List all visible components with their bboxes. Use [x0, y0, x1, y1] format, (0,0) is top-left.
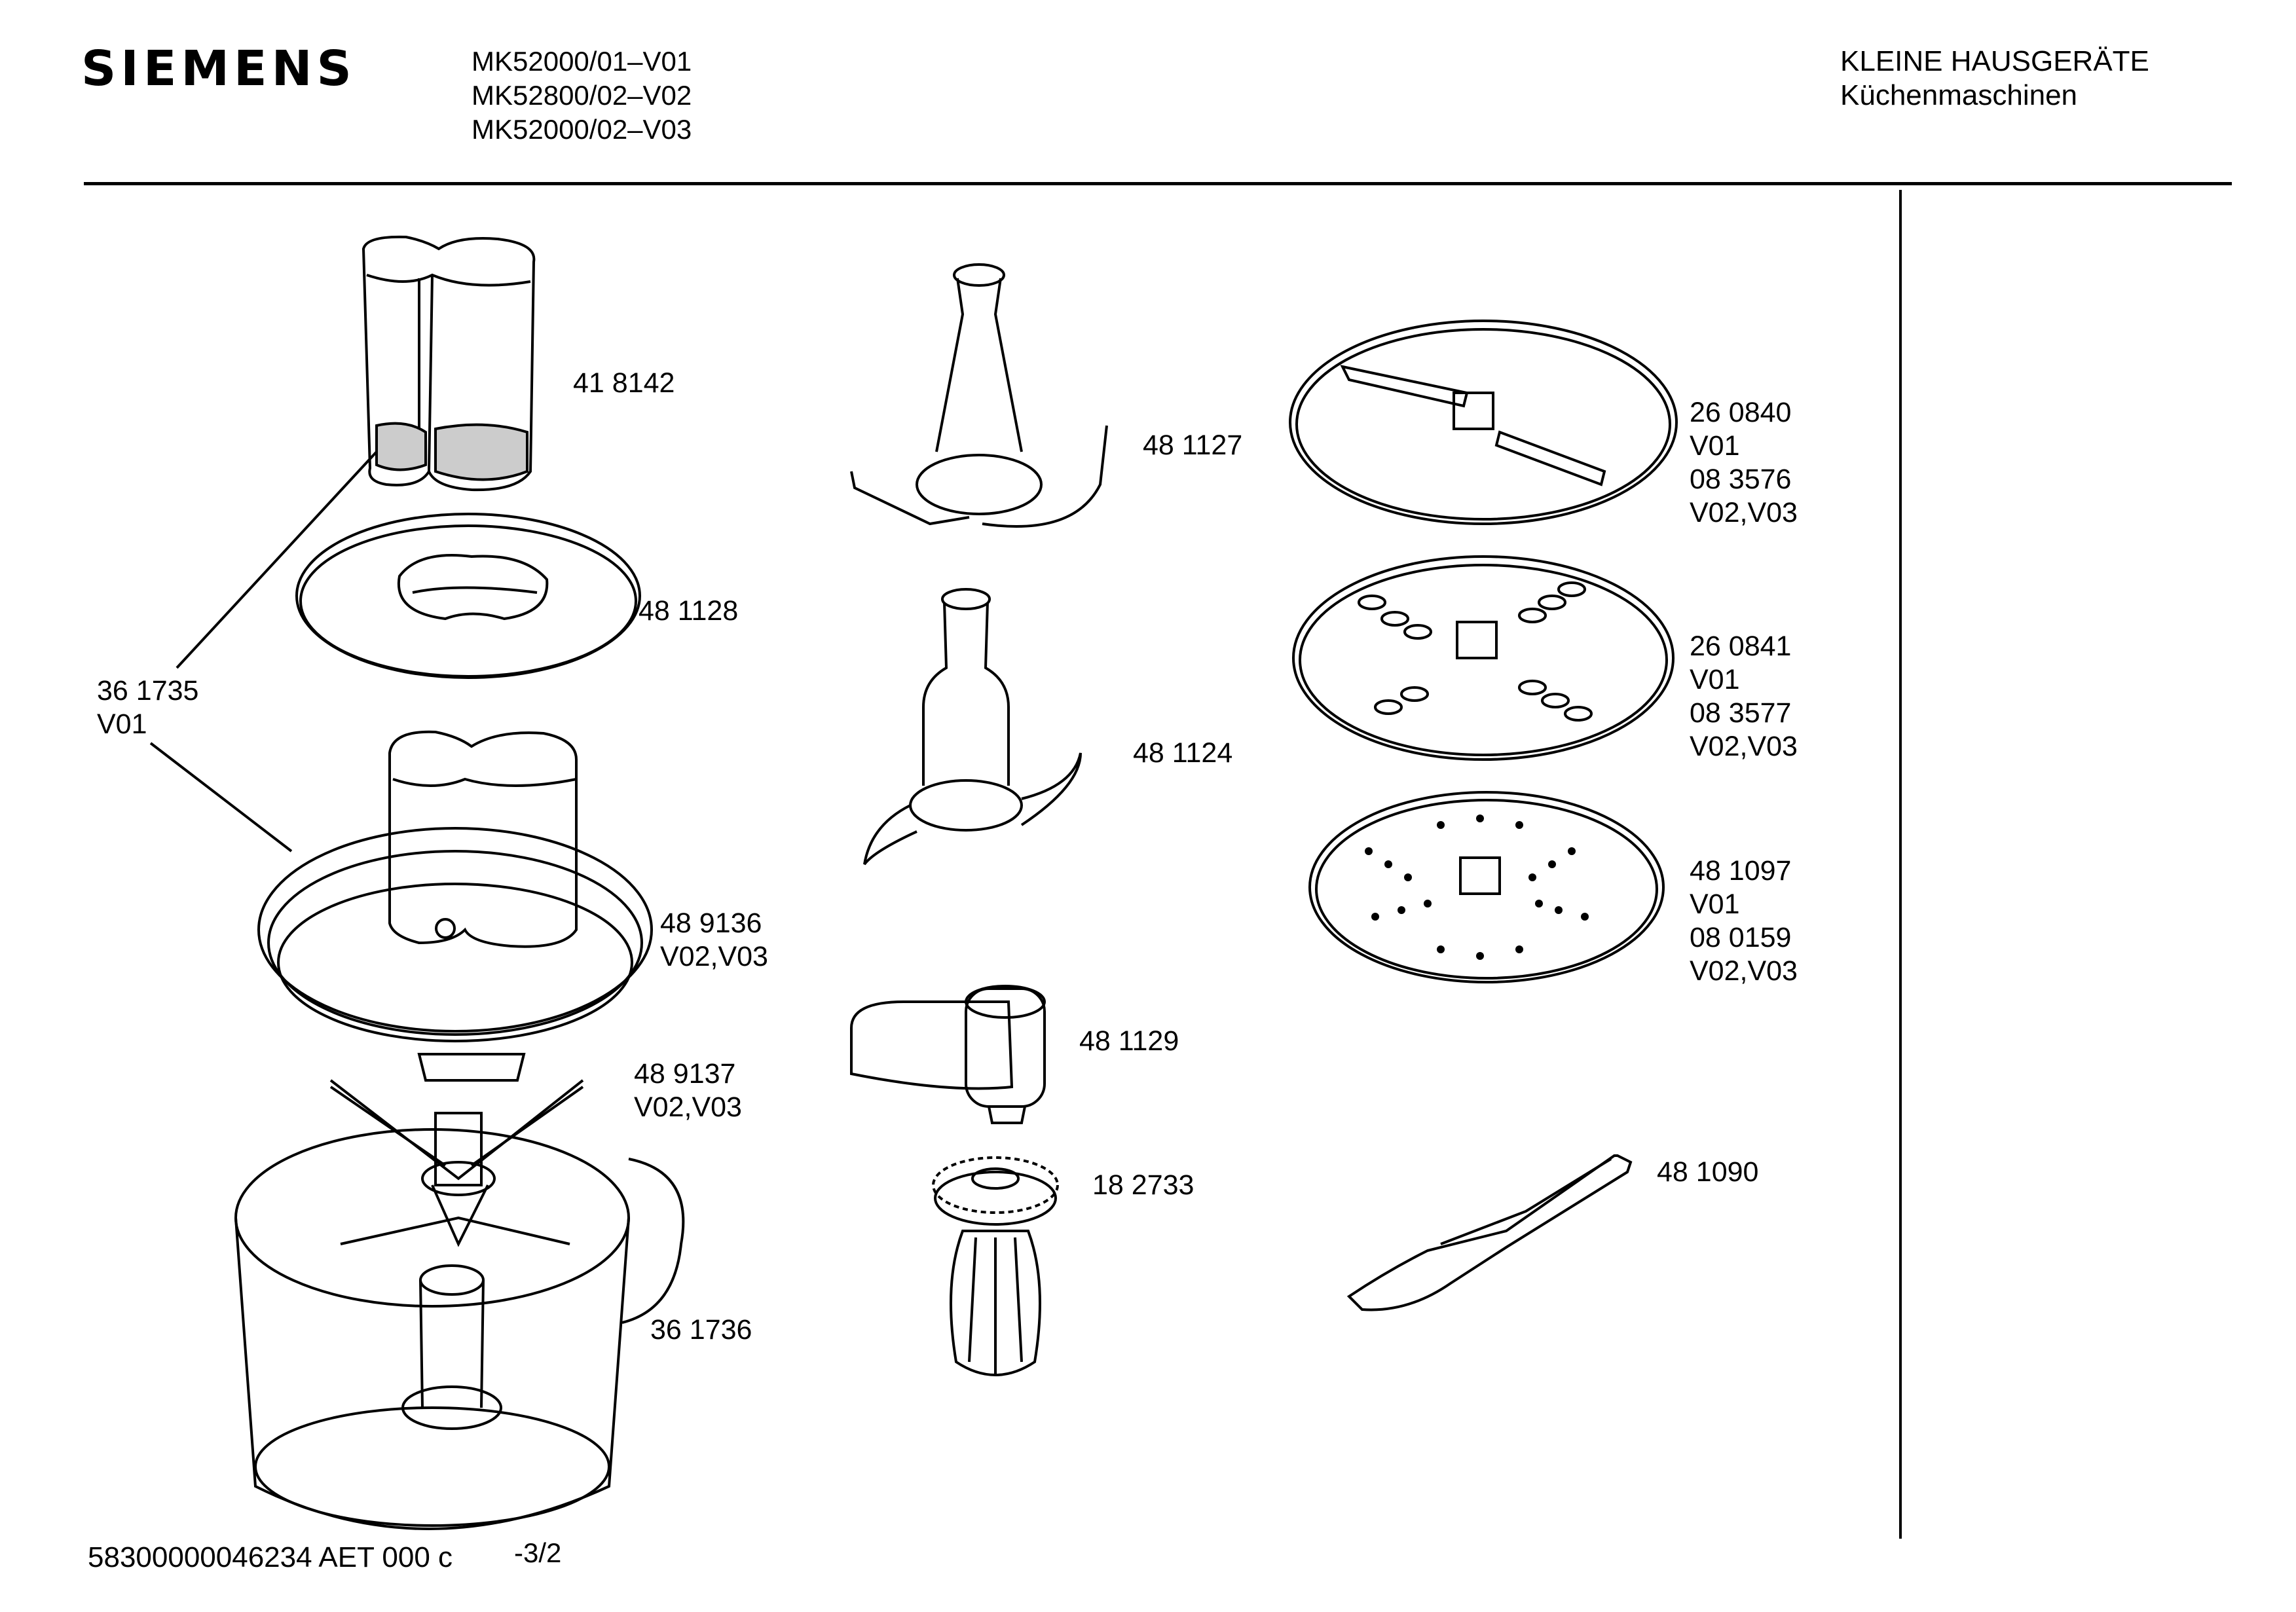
part-label-481090: 48 1090 [1657, 1156, 1758, 1189]
leader-line [176, 450, 378, 669]
lid-drawing [295, 513, 641, 679]
siemens-logo: SIEMENS [81, 41, 356, 97]
category-title: KLEINE HAUSGERÄTE [1840, 45, 2149, 77]
knife-blade-drawing [863, 588, 1082, 866]
part-number: 18 2733 [1092, 1169, 1194, 1201]
part-label-489137: 48 9137 V02,V03 [634, 1057, 742, 1124]
part-number: 26 0841 [1690, 631, 1792, 662]
version-tag: V01 [1690, 430, 1740, 462]
part-number: 48 1097 [1690, 855, 1792, 887]
model-number: MK52000/01–V01 [472, 46, 692, 77]
version-tag: V02,V03 [1690, 497, 1798, 528]
chopping-blade-drawing [850, 263, 1108, 528]
version-tag: V02,V03 [660, 941, 768, 972]
part-number: 48 9137 [634, 1058, 736, 1090]
part-label-418142: 41 8142 [573, 367, 675, 400]
category-subtitle: Küchenmaschinen [1840, 79, 2078, 111]
version-tag: V01 [97, 708, 147, 740]
version-tag: V01 [1690, 888, 1740, 920]
part-label-361736: 36 1736 [650, 1313, 752, 1347]
part-number: 41 8142 [573, 367, 675, 399]
part-label-481129: 48 1129 [1079, 1025, 1179, 1058]
category-block: KLEINE HAUSGERÄTE Küchenmaschinen [1840, 45, 2149, 113]
grating-disc-drawing [1308, 791, 1665, 983]
part-number: 48 1124 [1133, 737, 1233, 769]
shredding-disc-drawing [1292, 555, 1675, 761]
part-label-481097: 48 1097 V01 08 0159 V02,V03 [1690, 854, 1798, 988]
header-divider [84, 182, 2232, 185]
part-number: 48 1128 [639, 595, 739, 627]
part-number: 36 1735 [97, 675, 199, 706]
part-label-361735: 36 1735 V01 [97, 674, 198, 741]
part-number: 48 1127 [1143, 430, 1243, 461]
part-label-182733: 18 2733 [1092, 1169, 1194, 1202]
version-tag: V02,V03 [1690, 731, 1798, 762]
model-list: MK52000/01–V01 MK52800/02–V02 MK52000/02… [472, 45, 692, 147]
grating-holes [1365, 815, 1589, 960]
bowl-and-blade-drawing [234, 1079, 685, 1530]
part-number: 08 0159 [1690, 922, 1792, 953]
feed-tube-lid-drawing [257, 730, 653, 1082]
shredding-slots [1358, 581, 1593, 722]
drive-coupling-drawing [850, 985, 1046, 1124]
leader-line [149, 742, 293, 852]
part-number: 08 3577 [1690, 697, 1792, 729]
food-pusher-drawing [361, 235, 536, 492]
page-number: -3/2 [514, 1537, 562, 1568]
part-number: 48 1090 [1657, 1156, 1759, 1188]
part-number: 48 9136 [660, 907, 762, 939]
part-label-481127: 48 1127 [1143, 429, 1242, 462]
whisk-attachment-drawing [932, 1156, 1059, 1376]
version-tag: V02,V03 [1690, 955, 1798, 987]
slicing-disc-drawing [1289, 320, 1678, 525]
model-number: MK52800/02–V02 [472, 80, 692, 111]
part-label-489136: 48 9136 V02,V03 [660, 907, 768, 974]
part-number: 26 0840 [1690, 397, 1792, 428]
part-number: 08 3576 [1690, 464, 1792, 495]
part-number: 48 1129 [1079, 1025, 1179, 1057]
spatula-drawing [1346, 1154, 1633, 1311]
part-label-260841: 26 0841 V01 08 3577 V02,V03 [1690, 630, 1798, 763]
document-code: 58300000046234 AET 000 c [88, 1541, 453, 1573]
model-number: MK52000/02–V03 [472, 114, 692, 145]
part-label-481124: 48 1124 [1133, 737, 1232, 770]
version-tag: V02,V03 [634, 1091, 742, 1123]
version-tag: V01 [1690, 664, 1740, 695]
part-label-481128: 48 1128 [639, 595, 738, 628]
right-margin-divider [1899, 190, 1902, 1539]
part-number: 36 1736 [650, 1314, 752, 1346]
part-label-260840: 26 0840 V01 08 3576 V02,V03 [1690, 396, 1798, 530]
